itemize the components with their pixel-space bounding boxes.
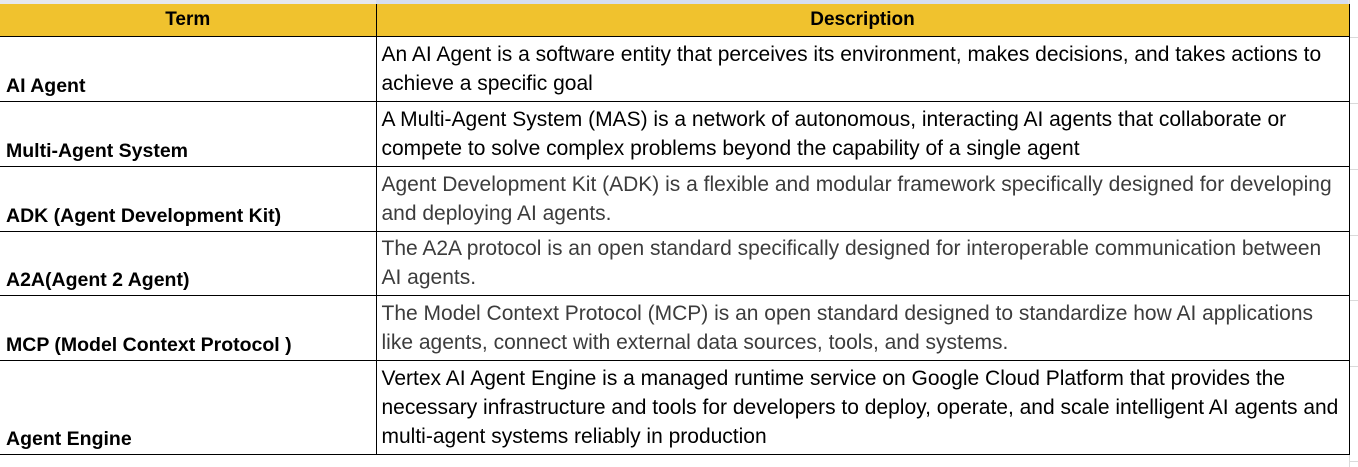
table-row: ADK (Agent Development Kit) Agent Develo… xyxy=(0,166,1350,232)
header-row: Term Description xyxy=(0,4,1350,37)
gridline xyxy=(1350,169,1358,170)
spreadsheet-gridlines xyxy=(1349,0,1358,467)
description-cell[interactable]: Vertex AI Agent Engine is a managed runt… xyxy=(376,360,1350,455)
term-cell[interactable]: MCP (Model Context Protocol ) xyxy=(0,295,377,361)
description-cell[interactable]: A Multi-Agent System (MAS) is a network … xyxy=(376,101,1350,167)
table-row: A2A(Agent 2 Agent) The A2A protocol is a… xyxy=(0,231,1350,296)
term-cell[interactable]: AI Agent xyxy=(0,36,377,102)
table-row: Multi-Agent System A Multi-Agent System … xyxy=(0,101,1350,167)
spreadsheet-column-header-strip xyxy=(0,0,1358,4)
description-cell[interactable]: An AI Agent is a software entity that pe… xyxy=(376,36,1350,102)
gridline xyxy=(1350,37,1358,38)
gridline xyxy=(1350,300,1358,301)
gridline xyxy=(1350,366,1358,367)
gridline xyxy=(1350,461,1358,462)
table-row: Agent Engine Vertex AI Agent Engine is a… xyxy=(0,360,1350,455)
description-cell[interactable]: The Model Context Protocol (MCP) is an o… xyxy=(376,295,1350,361)
gridline xyxy=(1350,235,1358,236)
description-cell[interactable]: Agent Development Kit (ADK) is a flexibl… xyxy=(376,166,1350,232)
description-cell[interactable]: The A2A protocol is an open standard spe… xyxy=(376,231,1350,296)
table-row: AI Agent An AI Agent is a software entit… xyxy=(0,36,1350,102)
selected-column-highlight xyxy=(376,0,1348,4)
header-description[interactable]: Description xyxy=(376,4,1350,37)
table-row: MCP (Model Context Protocol ) The Model … xyxy=(0,295,1350,361)
header-term[interactable]: Term xyxy=(0,4,377,37)
term-cell[interactable]: Agent Engine xyxy=(0,360,377,455)
term-cell[interactable]: Multi-Agent System xyxy=(0,101,377,167)
term-cell[interactable]: ADK (Agent Development Kit) xyxy=(0,166,377,232)
term-cell[interactable]: A2A(Agent 2 Agent) xyxy=(0,231,377,296)
gridline xyxy=(1350,103,1358,104)
glossary-table: Term Description AI Agent An AI Agent is… xyxy=(0,4,1350,455)
